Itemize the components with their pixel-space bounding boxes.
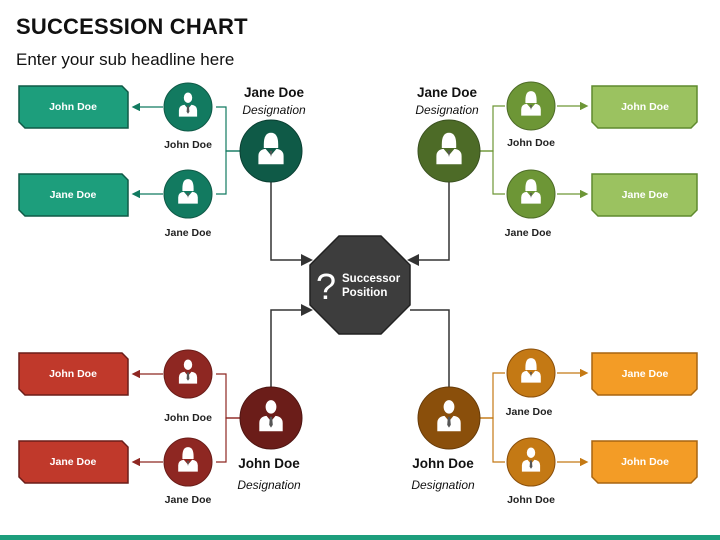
group-top-right: John Doe Jane Doe John Doe Jane Doe Jane… (415, 81, 698, 239)
box-bl-2[interactable]: Jane Doe (18, 440, 129, 484)
branch-br-1 (480, 372, 505, 419)
group-top-left: John Doe Jane Doe John Doe Jane Doe Jane… (18, 82, 306, 239)
main-node-tr-designation: Designation (415, 103, 479, 117)
main-node-tl-designation: Designation (242, 103, 306, 117)
branch-bl-2 (216, 417, 240, 463)
sub-node-tl-1[interactable] (163, 82, 213, 132)
box-bl-1[interactable]: John Doe (18, 352, 129, 396)
sub-node-tl-1-name: John Doe (164, 139, 212, 151)
box-tl-2-label: Jane Doe (50, 189, 97, 201)
main-node-br-name: John Doe (412, 456, 474, 471)
sub-node-tr-2[interactable] (506, 169, 556, 219)
box-br-1[interactable]: Jane Doe (591, 352, 698, 396)
main-node-bl[interactable] (239, 386, 303, 450)
connector-tr-center (407, 182, 450, 266)
connector-tl-center (270, 182, 313, 266)
sub-node-bl-2-name: Jane Doe (165, 494, 212, 506)
group-bottom-left: John Doe Jane Doe John Doe Jane Doe John… (18, 349, 303, 506)
bottom-accent-bar (0, 535, 720, 540)
main-node-tr-name: Jane Doe (417, 85, 478, 100)
main-node-bl-designation: Designation (237, 478, 301, 492)
main-node-tr[interactable] (417, 119, 481, 183)
sub-node-tr-1-name: John Doe (507, 137, 555, 149)
box-bl-1-label: John Doe (49, 368, 97, 380)
successor-label-line2: Position (342, 287, 387, 299)
sub-node-tr-1[interactable] (506, 81, 556, 131)
main-node-bl-name: John Doe (238, 456, 300, 471)
box-tl-2[interactable]: Jane Doe (18, 173, 129, 217)
successor-label-line1: Successor (342, 273, 401, 285)
box-tr-2-label: Jane Doe (622, 189, 669, 201)
sub-node-tl-2-name: Jane Doe (165, 227, 212, 239)
branch-tl-1 (216, 106, 240, 152)
sub-node-bl-1-name: John Doe (164, 412, 212, 424)
box-tr-1[interactable]: John Doe (591, 85, 698, 129)
box-tl-1-label: John Doe (49, 101, 97, 113)
connector-br-center (410, 309, 450, 388)
sub-node-bl-2[interactable] (163, 437, 213, 487)
question-mark-icon: ? (316, 266, 336, 307)
box-tr-2[interactable]: Jane Doe (591, 173, 698, 217)
branch-tr-1 (480, 105, 505, 152)
main-node-tl-name: Jane Doe (244, 85, 305, 100)
sub-node-tl-2[interactable] (163, 169, 213, 219)
box-br-2[interactable]: John Doe (591, 440, 698, 484)
center-connectors (270, 182, 450, 388)
branch-bl-1 (216, 373, 240, 419)
successor-position-node[interactable]: ? Successor Position (309, 235, 411, 335)
group-bottom-right: Jane Doe John Doe Jane Doe John Doe John… (411, 348, 698, 506)
box-bl-2-label: Jane Doe (50, 456, 97, 468)
box-tl-1[interactable]: John Doe (18, 85, 129, 129)
sub-node-bl-1[interactable] (163, 349, 213, 399)
main-node-tl[interactable] (239, 119, 303, 183)
successor-octagon (309, 235, 411, 335)
branch-tl-2 (216, 150, 240, 195)
sub-node-br-1-name: Jane Doe (506, 406, 553, 418)
box-tr-1-label: John Doe (621, 101, 669, 113)
page-title: SUCCESSION CHART (16, 14, 248, 39)
sub-node-tr-2-name: Jane Doe (505, 227, 552, 239)
branch-tr-2 (480, 150, 505, 195)
main-node-br-designation: Designation (411, 478, 475, 492)
box-br-2-label: John Doe (621, 456, 669, 468)
branch-br-2 (480, 417, 505, 463)
sub-node-br-2[interactable] (506, 437, 556, 487)
main-node-br[interactable] (417, 386, 481, 450)
page-subtitle: Enter your sub headline here (16, 50, 235, 69)
sub-node-br-1[interactable] (506, 348, 556, 398)
box-br-1-label: Jane Doe (622, 368, 669, 380)
sub-node-br-2-name: John Doe (507, 494, 555, 506)
connector-bl-center (270, 304, 313, 388)
